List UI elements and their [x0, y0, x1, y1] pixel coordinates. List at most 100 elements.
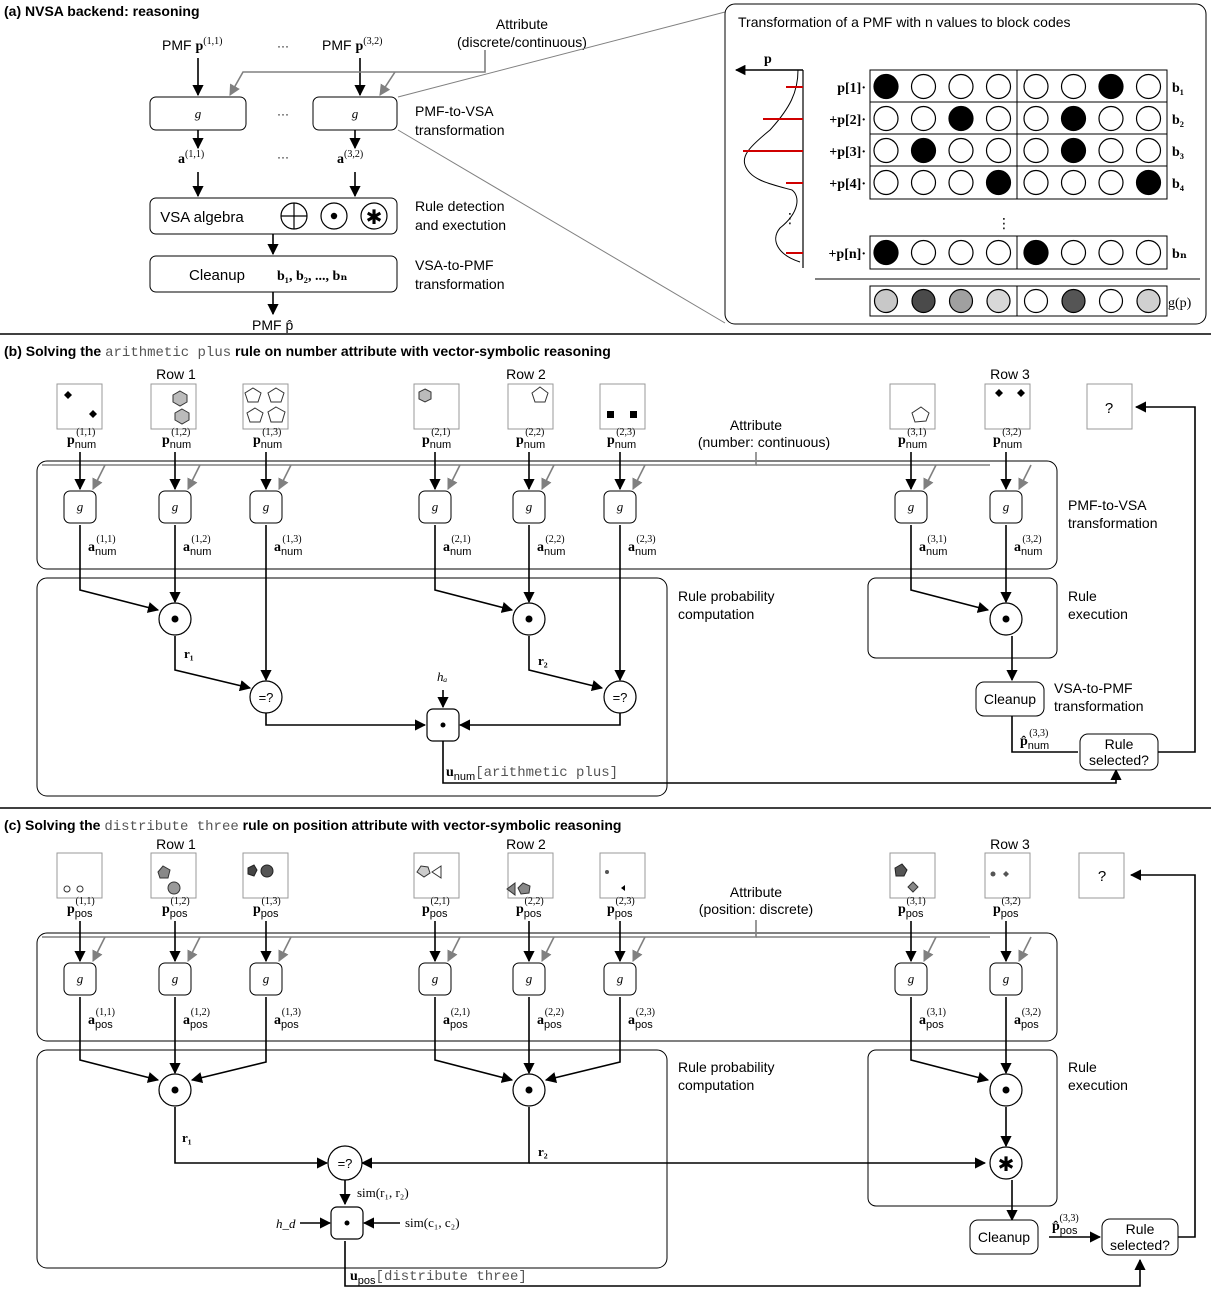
rule-prob-box-b [37, 578, 667, 796]
tile-c-31 [890, 853, 935, 898]
code-cell [912, 75, 936, 99]
convolution-op-icon: ✱ [361, 203, 387, 229]
a-label: apos(3,2) [1014, 1007, 1041, 1031]
attribute-label-a1: Attribute [496, 16, 548, 32]
code-cell [1099, 241, 1123, 265]
a-label: anum(3,1) [919, 534, 947, 558]
p-label: pnum(1,2) [162, 427, 191, 451]
compare-op-b2: =? [604, 681, 636, 713]
code-cell [949, 241, 973, 265]
g-label: g [526, 499, 533, 514]
phat-pos-label: p̂pos(3,3) [1052, 1213, 1079, 1237]
panel-c: (c) Solving the distribute three rule on… [4, 817, 1195, 1287]
p-label: pnum(2,2) [516, 427, 545, 451]
code-cell [1024, 139, 1048, 163]
a-label: anum(3,2) [1014, 534, 1042, 558]
code-cell [949, 139, 973, 163]
a-label: anum(2,3) [628, 534, 656, 558]
panel-a-title: (a) NVSA backend: reasoning [4, 3, 200, 19]
code-row-1: p[1]·b₁ [837, 70, 1184, 103]
bind-op-b2 [513, 603, 545, 635]
svg-text:=?: =? [338, 1156, 353, 1171]
p-label: ppos(3,1) [898, 896, 926, 920]
tile-c-21 [414, 853, 459, 898]
result-cell [1062, 290, 1085, 313]
pmf-label-first: PMF p(1,1) [162, 36, 222, 54]
tile-c-question: ? [1079, 853, 1124, 898]
code-cell [987, 171, 1011, 195]
vsa-to-pmf-label-a2: transformation [415, 276, 504, 292]
panel-b: (b) Solving the arithmetic plus rule on … [4, 343, 1195, 796]
row3-label-b: Row 3 [990, 366, 1030, 382]
code-cell [1099, 75, 1123, 99]
a-label: anum(1,3) [274, 534, 302, 558]
row1-label-c: Row 1 [156, 836, 196, 852]
code-cell [1137, 139, 1161, 163]
result-label: g(p) [1168, 296, 1192, 311]
p-label: pnum(1,1) [67, 427, 96, 451]
g-label: g [432, 971, 439, 986]
code-name-5: bₙ [1172, 247, 1187, 262]
cleanup-box-a [150, 256, 397, 292]
code-cell [1137, 171, 1161, 195]
code-cell [1062, 75, 1086, 99]
sim-r-label: sim(r₁, r₂) [357, 1185, 409, 1200]
bind-op-b3 [990, 603, 1022, 635]
rule-detect-label-a2: and exectution [415, 217, 506, 233]
a-label-first: a(1,1) [178, 149, 204, 167]
g-label: g [77, 971, 84, 986]
svg-text:computation: computation [678, 1077, 754, 1093]
code-cell [1062, 107, 1086, 131]
result-cell [1137, 290, 1160, 313]
code-row-2: +p[2]·b₂ [829, 102, 1184, 135]
g-label: g [263, 971, 270, 986]
code-cell [987, 139, 1011, 163]
a-labels-b: anum(1,1)anum(1,2)anum(1,3)anum(2,1)anum… [88, 534, 1042, 558]
u-pos-label: upos[distribute three] [350, 1269, 527, 1287]
p-label: pnum(2,3) [607, 427, 636, 451]
phat-num-label: p̂num(3,3) [1020, 728, 1049, 752]
inset-vdots-left: ⋮ [783, 210, 797, 226]
code-cell [1024, 107, 1048, 131]
g-label: g [617, 971, 624, 986]
svg-text:Cleanup: Cleanup [984, 691, 1036, 707]
tile-c-12 [151, 853, 196, 898]
code-cell [874, 171, 898, 195]
a-label: apos(2,2) [537, 1007, 564, 1031]
a-label: anum(1,2) [183, 534, 211, 558]
tile-c-23 [600, 853, 645, 898]
svg-text:Rule probability: Rule probability [678, 1059, 775, 1075]
svg-text:g: g [195, 106, 202, 121]
code-cell [1062, 171, 1086, 195]
code-cell [874, 107, 898, 131]
attribute-label-c2: (position: discrete) [699, 901, 813, 917]
result-cell [1025, 290, 1048, 313]
a-label: apos(1,2) [183, 1007, 210, 1031]
a-label: apos(3,1) [919, 1007, 946, 1031]
g-label: g [1003, 971, 1010, 986]
convolution-op-c: ✱ [990, 1147, 1022, 1179]
row2-label-b: Row 2 [506, 366, 546, 382]
p-label: pnum(3,2) [993, 427, 1022, 451]
a-label: anum(1,1) [88, 534, 116, 558]
a-label: apos(1,3) [274, 1007, 301, 1031]
svg-text:transformation: transformation [1054, 698, 1143, 714]
code-cell [1099, 107, 1123, 131]
p-label: ppos(1,2) [162, 896, 190, 920]
p-label: ppos(1,3) [253, 896, 281, 920]
code-cell [1024, 241, 1048, 265]
pmf-to-vsa-label-a2: transformation [415, 122, 504, 138]
code-cell [1099, 171, 1123, 195]
a-labels-c: apos(1,1)apos(1,2)apos(1,3)apos(2,1)apos… [88, 1007, 1041, 1031]
g-label: g [526, 971, 533, 986]
tile-c-22 [507, 853, 553, 898]
code-coef-2: +p[2]· [829, 113, 866, 128]
svg-text:computation: computation [678, 606, 754, 622]
p-label: ppos(2,1) [422, 896, 450, 920]
code-cell [1062, 241, 1086, 265]
svg-text:execution: execution [1068, 1077, 1128, 1093]
svg-text:=?: =? [613, 690, 628, 705]
result-cell [912, 290, 935, 313]
result-cell [950, 290, 973, 313]
